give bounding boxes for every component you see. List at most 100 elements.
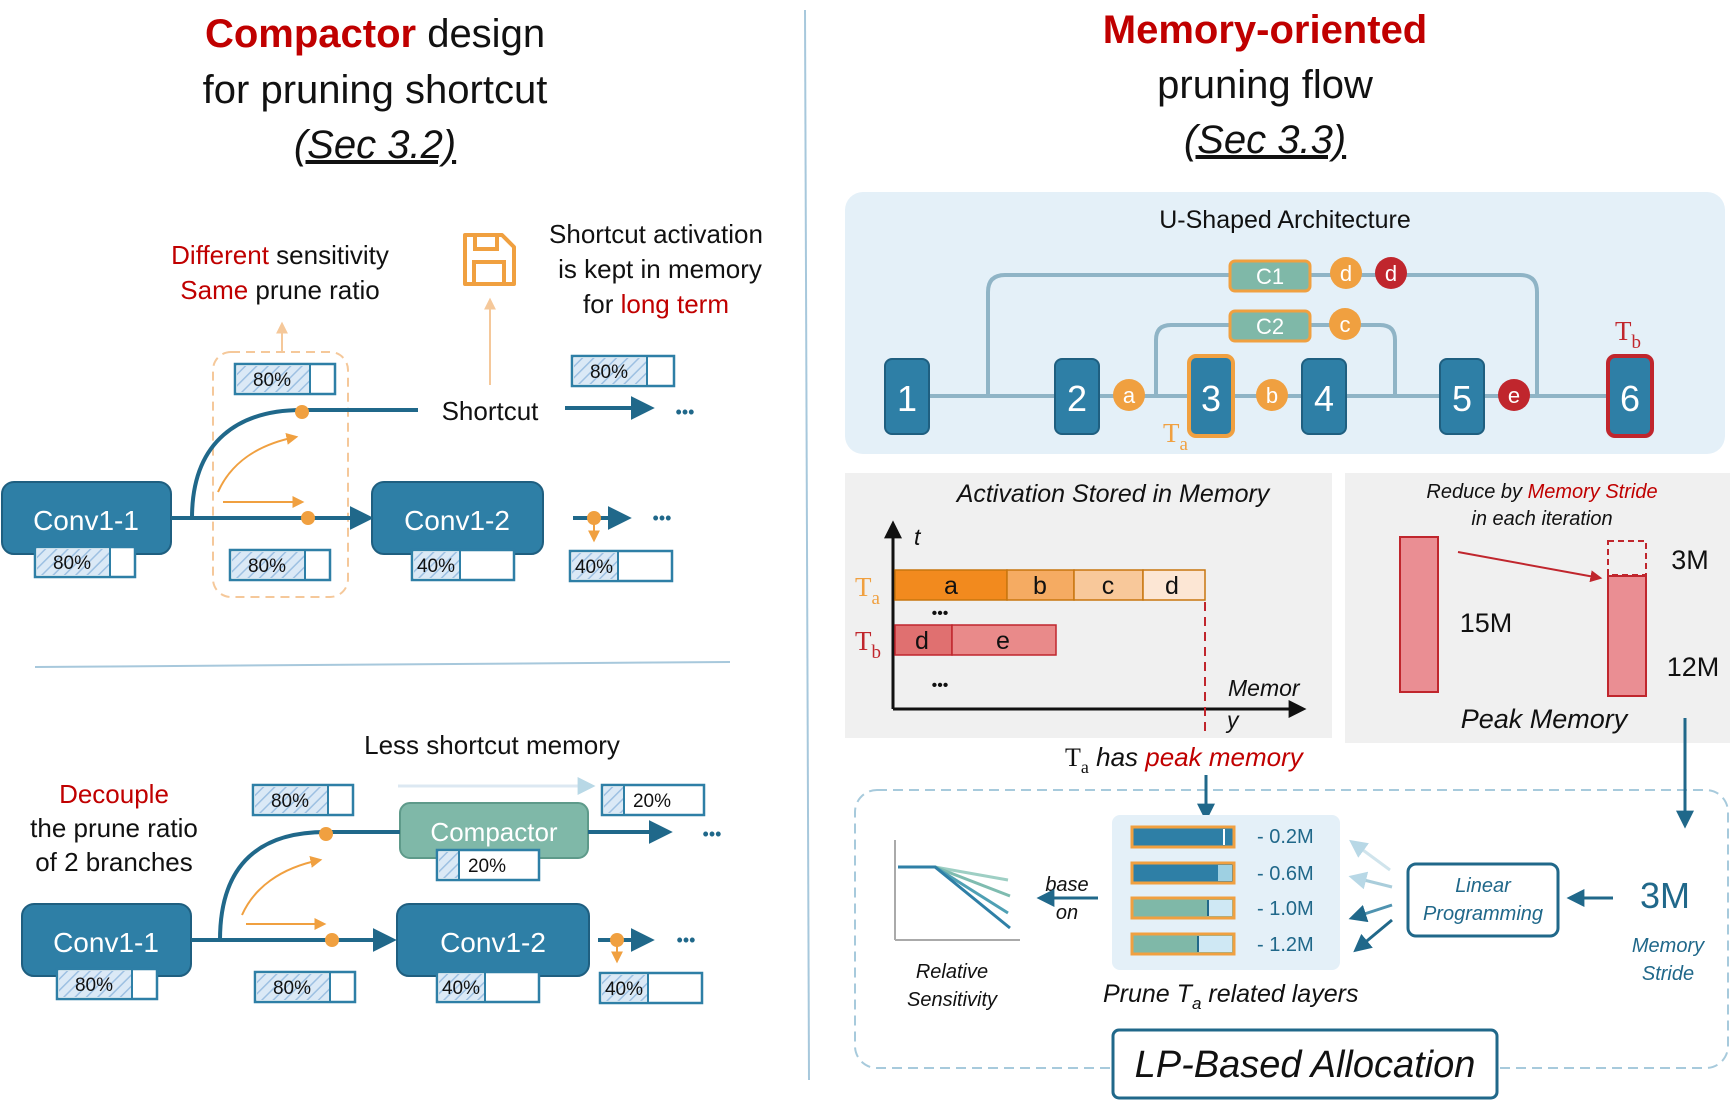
- svg-text:80%: 80%: [590, 362, 628, 383]
- decouple-note-line3: of 2 branches: [35, 847, 193, 877]
- u-shaped-architecture-panel: U-Shaped Architecture C1 C2 1 2 3 4 5 6 …: [845, 192, 1725, 455]
- bottom-ellipsis-2: •••: [677, 930, 696, 950]
- memory-before-value: 15M: [1460, 608, 1513, 638]
- shortcut-label: Shortcut: [442, 396, 540, 426]
- left-title-section: (Sec 3.2): [294, 123, 456, 167]
- decouple-note-line1: Decouple: [59, 779, 169, 809]
- top-ellipsis-1: •••: [676, 402, 695, 422]
- svg-text:C1: C1: [1256, 264, 1284, 289]
- prune-layers-panel: [1112, 815, 1340, 970]
- shortcut-curve-bottom: [218, 830, 400, 941]
- prune-bar-2: - 0.6M: [1130, 861, 1314, 885]
- svg-text:20%: 20%: [468, 856, 506, 877]
- memory-stride-panel: Reduce by Memory Stride in each iteratio…: [1345, 473, 1730, 743]
- shortcut-prune-dot-bottom: [319, 827, 333, 841]
- svg-text:40%: 40%: [417, 556, 455, 577]
- lp-title-box: [1111, 1028, 1499, 1100]
- tag-compactor-output-20: 20%: [600, 783, 706, 817]
- left-bottom-scenario: Decouple the prune ratio of 2 branches L…: [21, 730, 721, 1005]
- ta-row-label: Ta: [855, 572, 881, 609]
- memory-axis-label-2: y: [1225, 707, 1240, 733]
- ta-segment-b: [1006, 569, 1075, 601]
- tag-shortcut-80-bottom: 80%: [251, 783, 355, 817]
- block-3: [1187, 354, 1235, 438]
- prune-bar-1: - 0.2M: [1130, 825, 1314, 849]
- peak-memory-caption: Ta has peak memory: [1065, 742, 1305, 777]
- left-title-highlight: Compactor: [205, 12, 416, 56]
- svg-text:d: d: [915, 627, 929, 655]
- shortcut-curve-top: [190, 408, 418, 519]
- sensitivity-highlight-box: [212, 351, 349, 598]
- relative-sensitivity-label-2: Sensitivity: [907, 989, 998, 1011]
- svg-text:80%: 80%: [248, 556, 286, 577]
- svg-text:1: 1: [897, 378, 917, 419]
- left-horizontal-divider: [34, 661, 731, 668]
- lp-arrow-1: [1349, 839, 1391, 872]
- tb-segment-e: [951, 624, 1057, 656]
- downstream-prune-dot-bottom: [610, 933, 624, 947]
- activation-dots-1: •••: [932, 605, 949, 622]
- shortcut-pruning-arrow: [217, 432, 299, 493]
- memory-stride-input-label-1: Memory: [1632, 935, 1705, 957]
- svg-text:80%: 80%: [273, 978, 311, 999]
- block-1: [884, 358, 930, 435]
- conv1-1-label-top: Conv1-1: [33, 505, 139, 536]
- svg-text:a: a: [1123, 383, 1136, 408]
- peak-memory-label: Peak Memory: [1461, 704, 1629, 734]
- svg-text:2: 2: [1067, 378, 1087, 419]
- compactor-c1: [1228, 259, 1312, 293]
- compactor-label: Compactor: [430, 817, 557, 847]
- block-4: [1301, 358, 1347, 435]
- tag-shortcut-80: 80%: [233, 362, 337, 396]
- tb-label: Tb: [1615, 316, 1641, 353]
- activation-dots-2: •••: [932, 677, 949, 694]
- block-5: [1439, 358, 1485, 435]
- left-title-line1: Compactor design: [205, 12, 545, 56]
- prune-layers-label: Prune Ta related layers: [1103, 980, 1358, 1013]
- tag-compactor-20: 20%: [435, 848, 541, 882]
- main-prune-dot-bottom: [325, 933, 339, 947]
- tag-output-40-bottom: 40%: [598, 971, 704, 1005]
- compactor-c2: [1228, 309, 1312, 343]
- svg-text:80%: 80%: [271, 791, 309, 812]
- svg-text:C2: C2: [1256, 314, 1284, 339]
- top-ellipsis-2: •••: [653, 508, 672, 528]
- tag-conv1-2-40-bottom: 40%: [435, 970, 541, 1004]
- downstream-prune-dot: [587, 511, 601, 525]
- svg-text:3: 3: [1201, 378, 1221, 419]
- svg-text:40%: 40%: [575, 557, 613, 578]
- svg-text:c: c: [1340, 312, 1351, 337]
- ta-segment-d: [1142, 569, 1206, 601]
- svg-text:e: e: [996, 627, 1010, 655]
- right-title-section: (Sec 3.3): [1184, 118, 1346, 162]
- svg-text:- 0.6M: - 0.6M: [1257, 863, 1314, 885]
- activation-d-red: [1375, 257, 1407, 289]
- t-axis-label: t: [914, 524, 922, 550]
- base-on-label-1: base: [1045, 874, 1088, 896]
- right-title-line2: pruning flow: [1157, 63, 1373, 107]
- base-on-label-2: on: [1056, 902, 1078, 924]
- ta-label: Ta: [1163, 418, 1189, 455]
- tag-conv1-2-40: 40%: [410, 548, 516, 582]
- tag-main-80-bottom: 80%: [253, 970, 357, 1004]
- svg-text:5: 5: [1452, 378, 1472, 419]
- memory-stride-value: 3M: [1671, 545, 1709, 575]
- svg-text:80%: 80%: [53, 553, 91, 574]
- tag-conv1-1-80: 80%: [33, 545, 137, 579]
- linear-programming-label-2: Programming: [1423, 903, 1543, 925]
- relative-sensitivity-plot: [894, 840, 1020, 941]
- svg-text:80%: 80%: [253, 370, 291, 391]
- conv1-1-label-bottom: Conv1-1: [53, 927, 159, 958]
- activation-panel-title: Activation Stored in Memory: [955, 480, 1271, 508]
- activation-e: [1498, 379, 1530, 411]
- svg-text:80%: 80%: [75, 975, 113, 996]
- shortcut-note-line3: for long term: [583, 289, 729, 319]
- lp-allocation-panel: Relative Sensitivity base on - 0.2M - 0.…: [854, 718, 1729, 1100]
- activation-memory-panel: Activation Stored in Memory t Memor y Ta…: [845, 473, 1332, 738]
- svg-text:40%: 40%: [605, 979, 643, 1000]
- memory-bar-before: [1399, 536, 1439, 693]
- svg-text:- 1.0M: - 1.0M: [1257, 898, 1314, 920]
- shortcut-note-line1: Shortcut activation: [549, 219, 763, 249]
- activation-b: [1256, 379, 1288, 411]
- memory-bar-after: [1607, 575, 1647, 697]
